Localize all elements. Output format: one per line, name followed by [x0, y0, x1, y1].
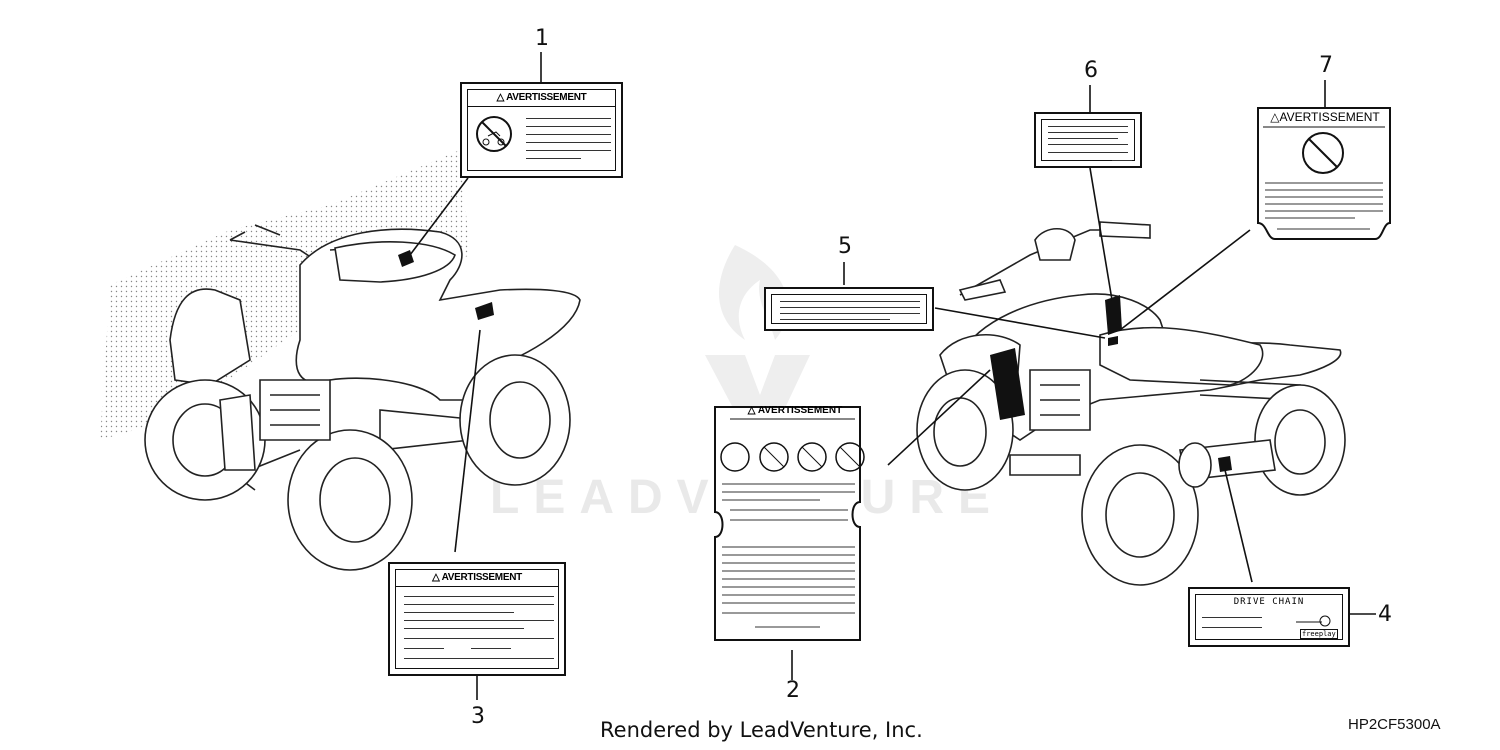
prohibited-icon: [797, 442, 827, 472]
callout-1: 1: [535, 26, 549, 51]
label-1-header-text: AVERTISSEMENT: [506, 92, 587, 103]
prohibited-icon: [1302, 132, 1344, 174]
label-4[interactable]: DRIVE CHAIN freeplay: [1188, 587, 1350, 647]
label-7-header-text: AVERTISSEMENT: [1279, 110, 1380, 124]
callout-6: 6: [1084, 58, 1098, 83]
label-3[interactable]: △ AVERTISSEMENT: [388, 562, 566, 676]
callout-7: 7: [1319, 53, 1333, 78]
label-2[interactable]: [710, 402, 870, 647]
callout-5: 5: [838, 234, 852, 259]
label-3-header-text: AVERTISSEMENT: [441, 572, 523, 583]
label-1-header: △ AVERTISSEMENT: [468, 90, 615, 107]
label-2-header-text: AVERTISSEMENT: [757, 405, 843, 416]
diagram-code: HP2CF5300A: [1348, 716, 1441, 733]
footer-credit: Rendered by LeadVenture, Inc.: [600, 718, 923, 742]
no-passenger-icon: [476, 116, 512, 152]
callout-4: 4: [1378, 602, 1392, 627]
label-7[interactable]: [1255, 105, 1395, 245]
label-4-header: DRIVE CHAIN: [1233, 597, 1305, 607]
label-1[interactable]: △ AVERTISSEMENT: [460, 82, 623, 178]
atv-right-drawing: [916, 221, 1346, 586]
prohibited-icon: [759, 442, 789, 472]
warning-circle-icon: [720, 442, 750, 472]
leader-lines: [409, 52, 1376, 700]
prohibited-icon: [835, 442, 865, 472]
chain-icon: [1296, 615, 1331, 627]
label-2-header: △ AVERTISSEMENT: [747, 405, 843, 416]
callout-3: 3: [471, 704, 485, 729]
atv-left-drawing: [100, 150, 581, 571]
label-3-header: △ AVERTISSEMENT: [396, 570, 558, 587]
callout-2: 2: [786, 678, 800, 703]
label-4-freeplay-tag: freeplay: [1300, 629, 1338, 639]
label-5[interactable]: [764, 287, 934, 331]
label-7-header: △AVERTISSEMENT: [1270, 110, 1380, 124]
label-6[interactable]: [1034, 112, 1142, 168]
